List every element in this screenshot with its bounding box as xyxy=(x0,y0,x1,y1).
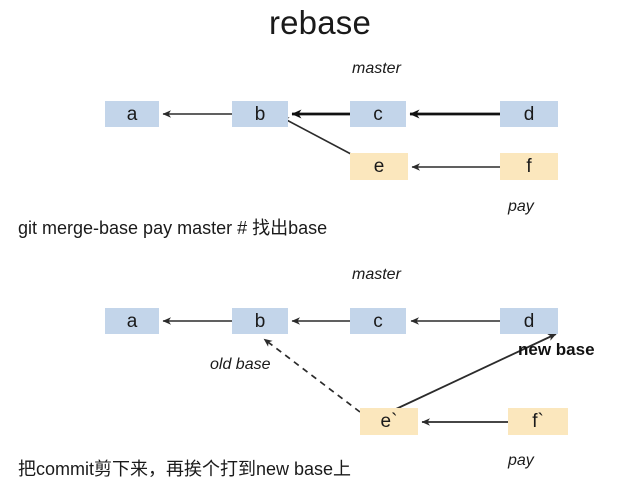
commit-node-b-top[interactable]: b xyxy=(232,101,288,127)
commit-node-c-bottom[interactable]: c xyxy=(350,308,406,334)
edge-e2-to-b2-old-base xyxy=(263,338,361,413)
branch-label-master-bottom: master xyxy=(352,266,401,283)
branch-label-pay-bottom: pay xyxy=(508,452,534,469)
commit-node-a-bottom[interactable]: a xyxy=(105,308,159,334)
annotation-old-base: old base xyxy=(210,356,271,373)
commit-node-d-bottom[interactable]: d xyxy=(500,308,558,334)
page-title: rebase xyxy=(268,4,372,41)
commit-node-c-top[interactable]: c xyxy=(350,101,406,127)
commit-node-f-top[interactable]: f xyxy=(500,153,558,180)
caption-bottom: 把commit剪下来，再挨个打到new base上 xyxy=(18,459,352,479)
commit-node-f-prime-bottom[interactable]: f` xyxy=(508,408,568,435)
annotation-new-base: new base xyxy=(518,340,595,359)
branch-label-pay-top: pay xyxy=(508,198,534,215)
commit-node-d-top[interactable]: d xyxy=(500,101,558,127)
caption-top: git merge-base pay master # 找出base xyxy=(18,218,328,238)
commit-node-e-top[interactable]: e xyxy=(350,153,408,180)
commit-node-a-top[interactable]: a xyxy=(105,101,159,127)
branch-label-master-top: master xyxy=(352,60,401,77)
commit-node-b-bottom[interactable]: b xyxy=(232,308,288,334)
commit-node-e-prime-bottom[interactable]: e` xyxy=(360,408,418,435)
